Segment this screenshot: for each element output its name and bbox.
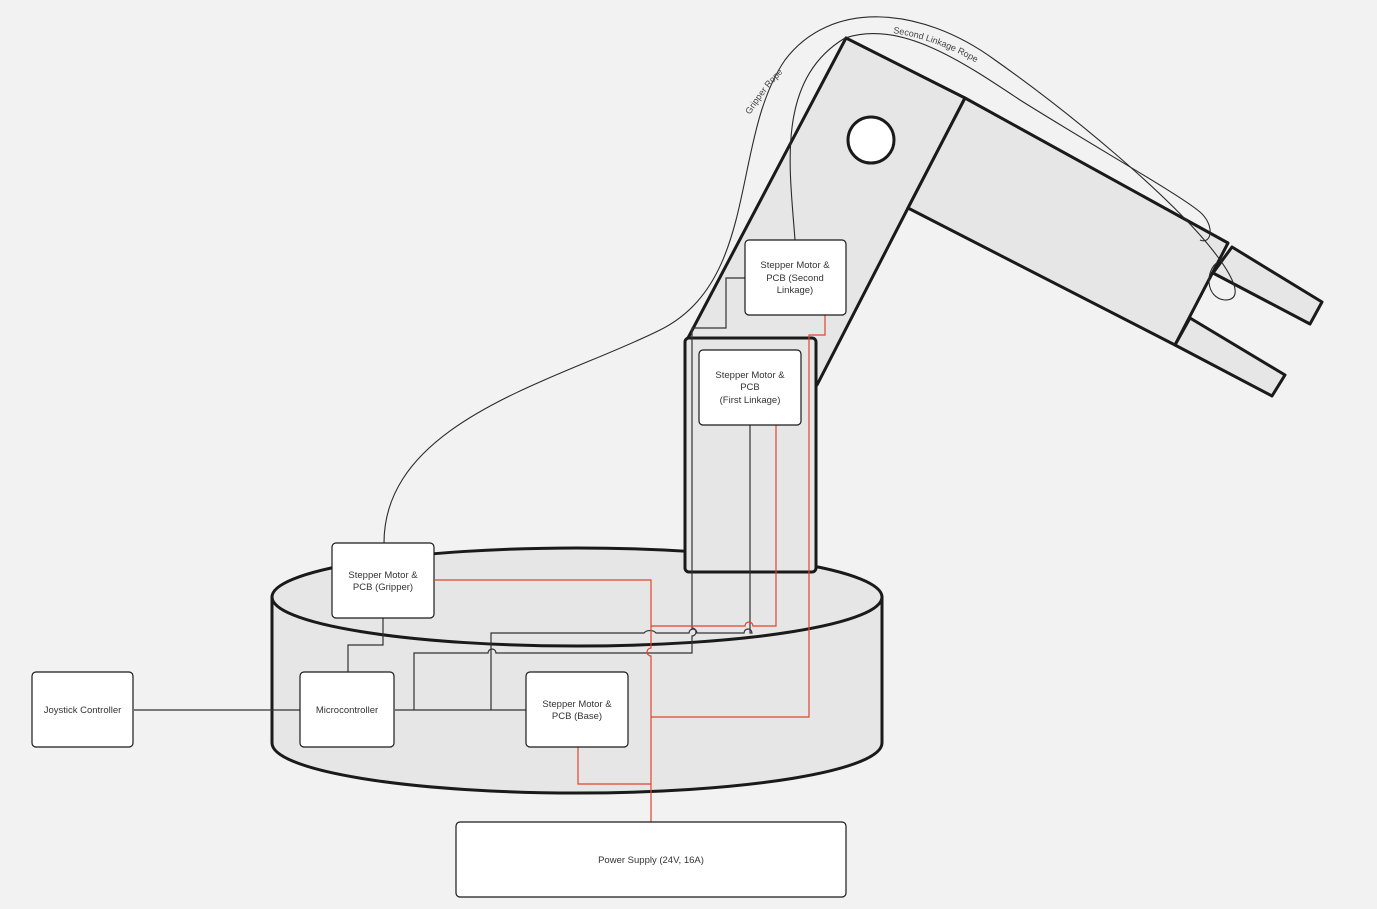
svg-text:Joystick Controller: Joystick Controller [44, 705, 122, 716]
power-supply-box: Power Supply (24V, 16A) [455, 821, 847, 898]
ropes [383, 16, 1236, 544]
gripper-rope [383, 16, 1236, 544]
power-wires [435, 315, 826, 822]
stepper-motor-second-linkage-box: Stepper Motor & PCB (Second Linkage) [744, 239, 847, 316]
svg-text:(First Linkage): (First Linkage) [720, 395, 781, 406]
gripper-rope-label: Gripper Rope [743, 67, 784, 116]
svg-text:PCB (Gripper): PCB (Gripper) [353, 582, 413, 593]
stepper-motor-base-box: Stepper Motor & PCB (Base) [525, 671, 629, 748]
svg-text:Power Supply (24V, 16A): Power Supply (24V, 16A) [598, 855, 704, 866]
svg-text:PCB (Base): PCB (Base) [552, 711, 602, 722]
svg-text:Stepper Motor &: Stepper Motor & [542, 699, 612, 710]
svg-text:PCB: PCB [740, 382, 760, 393]
svg-text:Stepper Motor &: Stepper Motor & [348, 570, 418, 581]
signal-wires [134, 277, 753, 711]
stepper-motor-first-linkage-box: Stepper Motor & PCB (First Linkage) [698, 349, 802, 426]
second-linkage-rope-label: Second Linkage Rope [893, 25, 980, 64]
gripper-fingers [1173, 245, 1324, 398]
svg-text:Microcontroller: Microcontroller [316, 705, 378, 716]
second-linkage-rope [789, 33, 1211, 242]
joystick-controller-box: Joystick Controller [31, 671, 134, 748]
svg-text:PCB (Second: PCB (Second [766, 273, 824, 284]
svg-text:Linkage): Linkage) [777, 285, 813, 296]
stepper-motor-gripper-box: Stepper Motor & PCB (Gripper) [331, 542, 435, 619]
microcontroller-box: Microcontroller [299, 671, 395, 748]
svg-text:Stepper Motor &: Stepper Motor & [760, 260, 830, 271]
svg-text:Stepper Motor &: Stepper Motor & [715, 370, 785, 381]
joint-pin [846, 115, 896, 165]
